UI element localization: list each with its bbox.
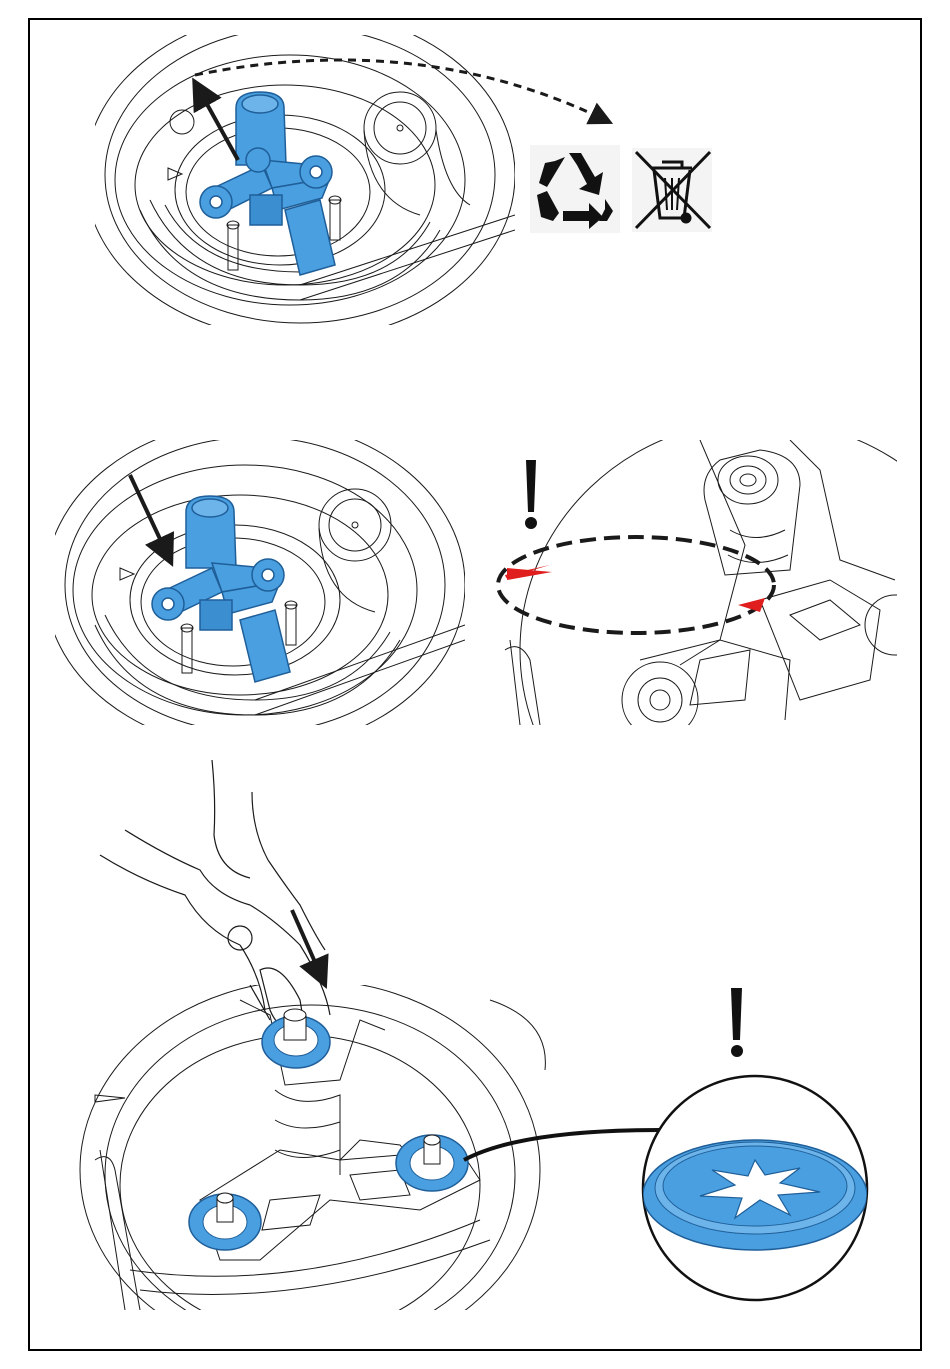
rotor-part bbox=[152, 496, 290, 682]
washer bbox=[189, 1193, 261, 1250]
press-arrow bbox=[292, 910, 322, 978]
alignment-triangle bbox=[168, 168, 182, 180]
pliers-pivot bbox=[228, 926, 252, 950]
washer bbox=[262, 1009, 330, 1068]
pivot-boss bbox=[364, 92, 436, 164]
insert-arrow bbox=[130, 475, 168, 556]
lift-arrow bbox=[198, 88, 238, 160]
recycle-icon bbox=[530, 145, 620, 233]
washer-detail-magnifier bbox=[643, 1076, 867, 1300]
panel-alignment-detail bbox=[505, 420, 950, 880]
detail-leader-line bbox=[464, 1130, 660, 1160]
panel-press-washers bbox=[100, 760, 330, 1031]
weee-crossed-bin-icon bbox=[632, 148, 712, 232]
washer bbox=[396, 1135, 468, 1191]
mount-hole bbox=[170, 110, 194, 134]
highlight-ellipse bbox=[498, 537, 774, 633]
pliers-handle bbox=[212, 760, 250, 878]
exclamation-icon bbox=[731, 988, 743, 1057]
exclamation-icon bbox=[525, 460, 537, 529]
